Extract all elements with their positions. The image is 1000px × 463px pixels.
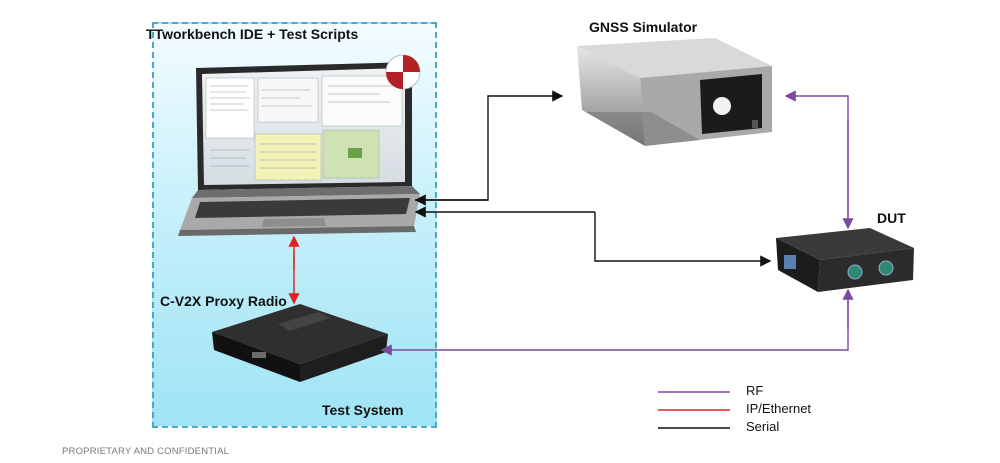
proxy-radio-label: C-V2X Proxy Radio: [160, 293, 287, 309]
test-system-label: Test System: [322, 402, 404, 418]
dut-device-icon: [776, 228, 914, 292]
dut-label: DUT: [877, 210, 906, 226]
proxy-radio-icon: [212, 304, 388, 382]
serial-link-laptop-gnss: [415, 90, 564, 201]
legend-label-rf: RF: [746, 383, 764, 398]
rf-link-gnss-dut-up: [784, 90, 849, 225]
ide-title-label: TTworkbench IDE + Test Scripts: [146, 26, 359, 42]
legend-label-ethernet: IP/Ethernet: [746, 401, 812, 416]
confidential-footer: PROPRIETARY AND CONFIDENTIAL: [62, 446, 230, 457]
logo-icon: [385, 54, 421, 90]
gnss-simulator-label: GNSS Simulator: [589, 19, 698, 35]
gnss-simulator-icon: [577, 38, 772, 146]
legend-label-serial: Serial: [746, 419, 780, 434]
rf-link-dut-proxy: [380, 298, 849, 356]
serial-link-laptop-dut: [594, 212, 772, 267]
laptop-icon: [178, 62, 420, 236]
